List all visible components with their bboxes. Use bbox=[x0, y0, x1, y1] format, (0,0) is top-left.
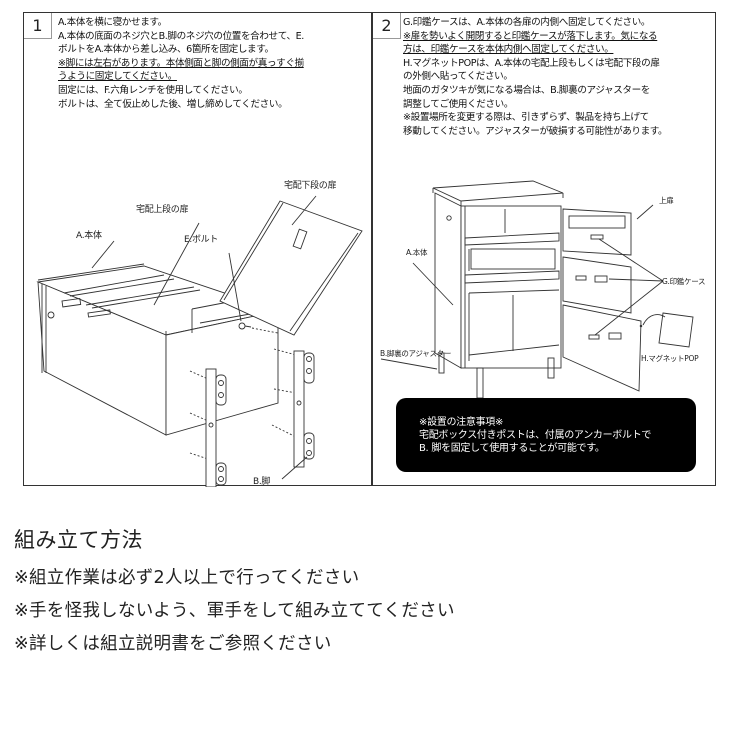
assembly-title: 組み立て方法 bbox=[14, 528, 143, 552]
instruction-frame: 1 A.本体を横に寝かせます。 A.本体の底面のネジ穴とB.脚のネジ穴の位置を合… bbox=[23, 12, 716, 487]
label-body: A.本体 bbox=[76, 231, 102, 241]
notice-title: ※設置の注意事項※ bbox=[419, 417, 504, 428]
assembly-section: 組み立て方法 ※組立作業は必ず2人以上で行ってください ※手を怪我しないよう、軍… bbox=[14, 522, 455, 661]
step-2-warning-line: ※扉を勢いよく開閉すると印鑑ケースが落下します。気になる bbox=[403, 30, 658, 42]
notice-line: B. 脚を固定して使用することが可能です。 bbox=[419, 443, 605, 454]
step-1-line: ボルトをA.本体から差し込み、6箇所を固定します。 bbox=[58, 44, 274, 56]
label-seal-case: G.印鑑ケース bbox=[662, 277, 706, 286]
step-2-warning-line: 方は、印鑑ケースを本体内側へ固定してください。 bbox=[403, 44, 614, 56]
step-1-line: 固定には、F.六角レンチを使用してください。 bbox=[58, 84, 248, 96]
step-1-number: 1 bbox=[24, 13, 52, 39]
step-2-line: ※設置場所を変更する際は、引きずらず、製品を持ち上げて bbox=[403, 112, 649, 124]
step-2-panel: 2 G.印鑑ケースは、A.本体の各扉の内側へ固定してください。 ※扉を勢いよく開… bbox=[373, 13, 715, 485]
notice-line: 宅配ボックス付きポストは、付属のアンカーボルトで bbox=[419, 430, 652, 441]
step-2-line: H.マグネットPOPは、A.本体の宅配上段もしくは宅配下段の扉 bbox=[403, 57, 660, 69]
step-1-panel: 1 A.本体を横に寝かせます。 A.本体の底面のネジ穴とB.脚のネジ穴の位置を合… bbox=[24, 13, 371, 487]
step-1-line: A.本体を横に寝かせます。 bbox=[58, 17, 167, 28]
step-2-line: G.印鑑ケースは、A.本体の各扉の内側へ固定してください。 bbox=[403, 17, 651, 28]
assembly-note: ※手を怪我しないよう、軍手をして組み立ててください bbox=[14, 601, 455, 621]
label-adjuster: B.脚裏のアジャスター bbox=[380, 349, 452, 358]
step-2-line: 移動してください。アジャスターが破損する可能性があります。 bbox=[403, 125, 668, 137]
label-body: A.本体 bbox=[406, 248, 428, 257]
panel-divider bbox=[371, 13, 373, 485]
step-2-instructions: G.印鑑ケースは、A.本体の各扉の内側へ固定してください。 ※扉を勢いよく開閉す… bbox=[403, 16, 711, 138]
step-1-line: A.本体の底面のネジ穴とB.脚のネジ穴の位置を合わせて、E. bbox=[58, 30, 304, 42]
assembly-note: ※組立作業は必ず2人以上で行ってください bbox=[14, 568, 360, 588]
label-bolt: E.ボルト bbox=[184, 235, 219, 245]
step-2-number: 2 bbox=[373, 13, 401, 39]
step-1-instructions: A.本体を横に寝かせます。 A.本体の底面のネジ穴とB.脚のネジ穴の位置を合わせ… bbox=[58, 16, 367, 111]
step-1-warning-line: うように固定してください。 bbox=[58, 71, 177, 83]
label-leg: B.脚 bbox=[253, 477, 271, 487]
label-top-door: 上扉 bbox=[659, 196, 674, 205]
step-1-line: ボルトは、全て仮止めした後、増し締めしてください。 bbox=[58, 98, 288, 110]
installation-notice: ※設置の注意事項※ 宅配ボックス付きポストは、付属のアンカーボルトで B. 脚を… bbox=[396, 398, 696, 472]
step-2-line: 地面のガタツキが気になる場合は、B.脚裏のアジャスターを bbox=[403, 84, 651, 96]
step-2-line: 調整してご使用ください。 bbox=[403, 98, 514, 110]
step-1-warning-line: ※脚には左右があります。本体側面と脚の側面が真っすぐ揃 bbox=[58, 57, 304, 69]
assembly-note: ※詳しくは組立説明書をご参照ください bbox=[14, 634, 332, 654]
step-2-line: の外側へ貼ってください。 bbox=[403, 71, 513, 83]
label-lower-door: 宅配下段の扉 bbox=[284, 181, 337, 191]
label-magnet-pop: H.マグネットPOP bbox=[641, 354, 699, 363]
label-upper-door: 宅配上段の扉 bbox=[136, 205, 189, 215]
